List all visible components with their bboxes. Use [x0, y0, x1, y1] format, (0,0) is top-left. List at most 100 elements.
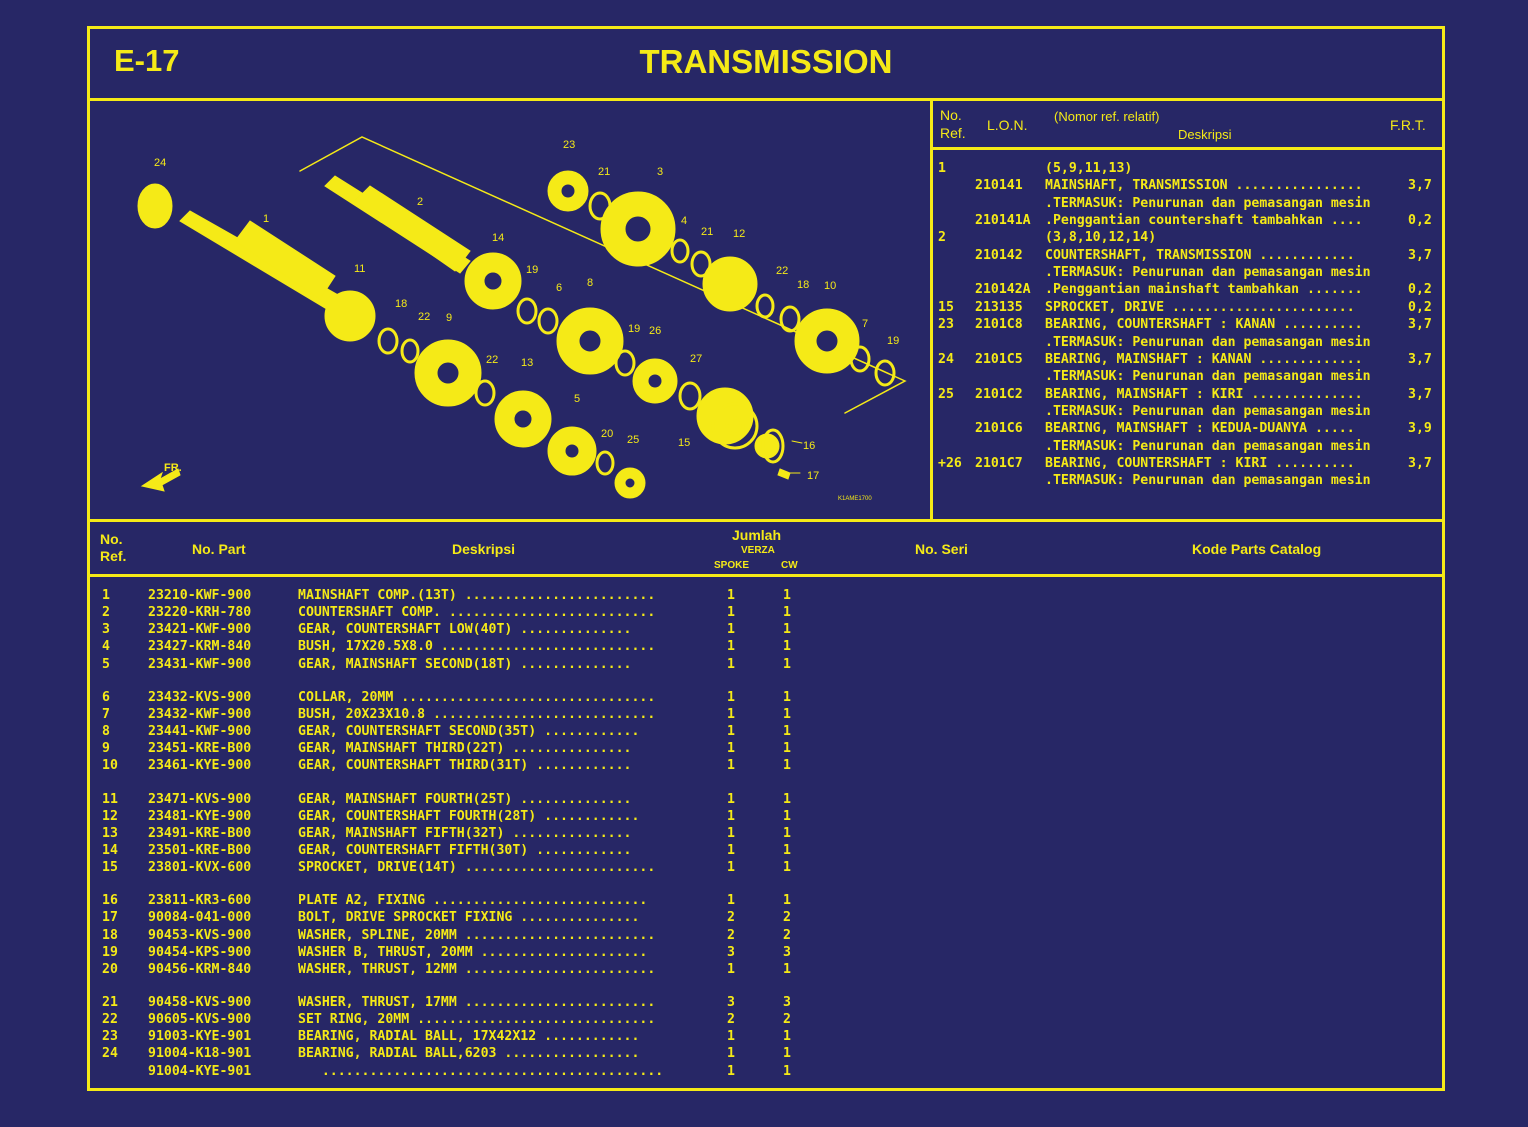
- part-row-qty-cw: 1: [783, 588, 791, 603]
- part-row-qty-spoke: 3: [727, 995, 735, 1010]
- part-row-ref: 12: [102, 808, 118, 824]
- lon-row-code: 2101C6: [975, 421, 1023, 437]
- part-row-qty-spoke: 1: [727, 758, 735, 774]
- part-row-qty-cw: 1: [783, 842, 791, 858]
- part-row-qty-cw: 1: [783, 706, 791, 722]
- part-row-qty-cw: 1: [783, 622, 791, 638]
- part-row-qty-cw: 1: [783, 758, 791, 774]
- callout-label: 20: [601, 428, 613, 440]
- parts-header-quantity: Jumlah: [732, 527, 782, 543]
- lon-row-ref: 2: [938, 230, 946, 246]
- part-row-qty-spoke: 3: [727, 944, 735, 960]
- section-code: E-17: [114, 43, 180, 78]
- lon-row-description: BEARING, MAINSHAFT : KANAN .............: [1045, 351, 1363, 367]
- part-row-number: 23220-KRH-780: [148, 605, 252, 621]
- part-row-qty-cw: 3: [783, 995, 791, 1010]
- part-row-number: 23431-KWF-900: [148, 656, 252, 672]
- direction-arrow-icon: [140, 468, 181, 492]
- part-row-qty-spoke: 1: [727, 724, 735, 740]
- callout-label: 8: [587, 277, 593, 289]
- lon-row-description: SPROCKET, DRIVE .......................: [1045, 299, 1355, 315]
- lon-row-code: 2101C2: [975, 386, 1023, 402]
- callout-label: 14: [492, 232, 504, 244]
- part-row-description: GEAR, COUNTERSHAFT SECOND(35T) .........…: [298, 724, 640, 740]
- part-row-number: 23481-KYE-900: [148, 808, 252, 824]
- part-row-number: 91004-KYE-901: [148, 1063, 252, 1079]
- part-row-ref: 5: [102, 656, 110, 672]
- part-row-qty-cw: 1: [783, 808, 791, 824]
- lon-row-frt: 3,7: [1408, 455, 1432, 471]
- callout-labels: 24 1 2 23 21 3 4 21 12 22 18 10 7 19 14 …: [154, 139, 899, 502]
- lon-row-frt: 3,7: [1408, 386, 1432, 402]
- lon-row-description: .TERMASUK: Penurunan dan pemasangan mesi…: [1045, 195, 1371, 211]
- lon-row-description: .TERMASUK: Penurunan dan pemasangan mesi…: [1045, 334, 1371, 350]
- part-row-qty-cw: 1: [783, 791, 791, 807]
- callout-label: 26: [649, 325, 661, 337]
- part-row-ref: 20: [102, 961, 118, 977]
- part-row-description: BUSH, 20X23X10.8 .......................…: [298, 706, 656, 722]
- part-row-number: 23501-KRE-B00: [148, 842, 252, 858]
- part-row-qty-spoke: 2: [727, 927, 735, 943]
- part-row-qty-spoke: 1: [727, 689, 735, 705]
- lon-header-lon: L.O.N.: [987, 117, 1028, 133]
- divider: [90, 574, 1442, 577]
- callout-label: 18: [797, 279, 809, 291]
- lon-row-description: BEARING, COUNTERSHAFT : KIRI ..........: [1045, 455, 1355, 471]
- divider: [90, 519, 1442, 522]
- lon-row-ref: 1: [938, 161, 946, 176]
- parts-header-catalog: Kode Parts Catalog: [1192, 541, 1322, 557]
- part-row-number: 90458-KVS-900: [148, 995, 252, 1010]
- page-title: TRANSMISSION: [639, 43, 893, 80]
- callout-label: 19: [526, 264, 538, 276]
- callout-label: 2: [417, 196, 423, 208]
- callout-label: 1: [263, 213, 269, 225]
- lon-row-ref: 25: [938, 386, 954, 402]
- part-row-qty-cw: 1: [783, 1046, 791, 1062]
- part-row-number: 91003-KYE-901: [148, 1029, 252, 1045]
- lon-row-frt: 3,7: [1408, 351, 1432, 367]
- part-row-description: PLATE A2, FIXING .......................…: [298, 893, 648, 909]
- lon-row-frt: 0,2: [1408, 282, 1432, 298]
- part-row-ref: 17: [102, 910, 118, 926]
- callout-label: 24: [154, 157, 166, 169]
- callout-label: 22: [486, 354, 498, 366]
- callout-label: 21: [598, 166, 610, 178]
- part-row-qty-spoke: 1: [727, 961, 735, 977]
- part-row-qty-cw: 1: [783, 741, 791, 757]
- callout-label: 9: [446, 312, 452, 324]
- divider: [90, 98, 1442, 101]
- part-row-ref: 7: [102, 706, 110, 722]
- part-row-qty-cw: 1: [783, 656, 791, 672]
- lon-header-ref-line2: Ref.: [940, 125, 966, 141]
- lon-header-relative-note: (Nomor ref. relatif): [1054, 109, 1160, 124]
- callout-label: 18: [395, 298, 407, 310]
- gear-holes: [434, 181, 841, 491]
- part-row-description: SPROCKET, DRIVE(14T) ...................…: [298, 860, 656, 876]
- callout-label: 23: [563, 139, 575, 151]
- part-row-qty-spoke: 1: [727, 622, 735, 638]
- part-row-qty-cw: 2: [783, 1012, 791, 1028]
- lon-header-frt: F.R.T.: [1390, 117, 1426, 133]
- lon-row-code: 210142: [975, 247, 1023, 263]
- lon-header-description: Deskripsi: [1178, 127, 1232, 142]
- part-row-ref: 3: [102, 622, 110, 638]
- part-row-qty-spoke: 1: [727, 808, 735, 824]
- part-row-qty-spoke: 2: [727, 1012, 735, 1028]
- lon-row-code: 213135: [975, 299, 1023, 315]
- part-row-qty-cw: 1: [783, 1063, 791, 1079]
- divider: [930, 101, 933, 522]
- part-row-qty-spoke: 1: [727, 656, 735, 672]
- part-row-number: 23801-KVX-600: [148, 860, 252, 876]
- part-row-description: GEAR, MAINSHAFT THIRD(22T) .............…: [298, 741, 632, 757]
- leader-lines: [779, 440, 803, 474]
- part-row-number: 23451-KRE-B00: [148, 741, 252, 757]
- mainshaft-part: [137, 183, 341, 312]
- divider: [930, 147, 1442, 150]
- part-row-description: COLLAR, 20MM ...........................…: [298, 689, 656, 705]
- part-row-qty-spoke: 1: [727, 706, 735, 722]
- part-row-number: 23461-KYE-900: [148, 758, 252, 774]
- part-row-qty-cw: 1: [783, 689, 791, 705]
- lon-row-description: BEARING, MAINSHAFT : KEDUA-DUANYA .....: [1045, 421, 1355, 437]
- part-row-description: COUNTERSHAFT COMP. .....................…: [298, 605, 656, 621]
- lon-row-frt: 3,7: [1408, 247, 1432, 263]
